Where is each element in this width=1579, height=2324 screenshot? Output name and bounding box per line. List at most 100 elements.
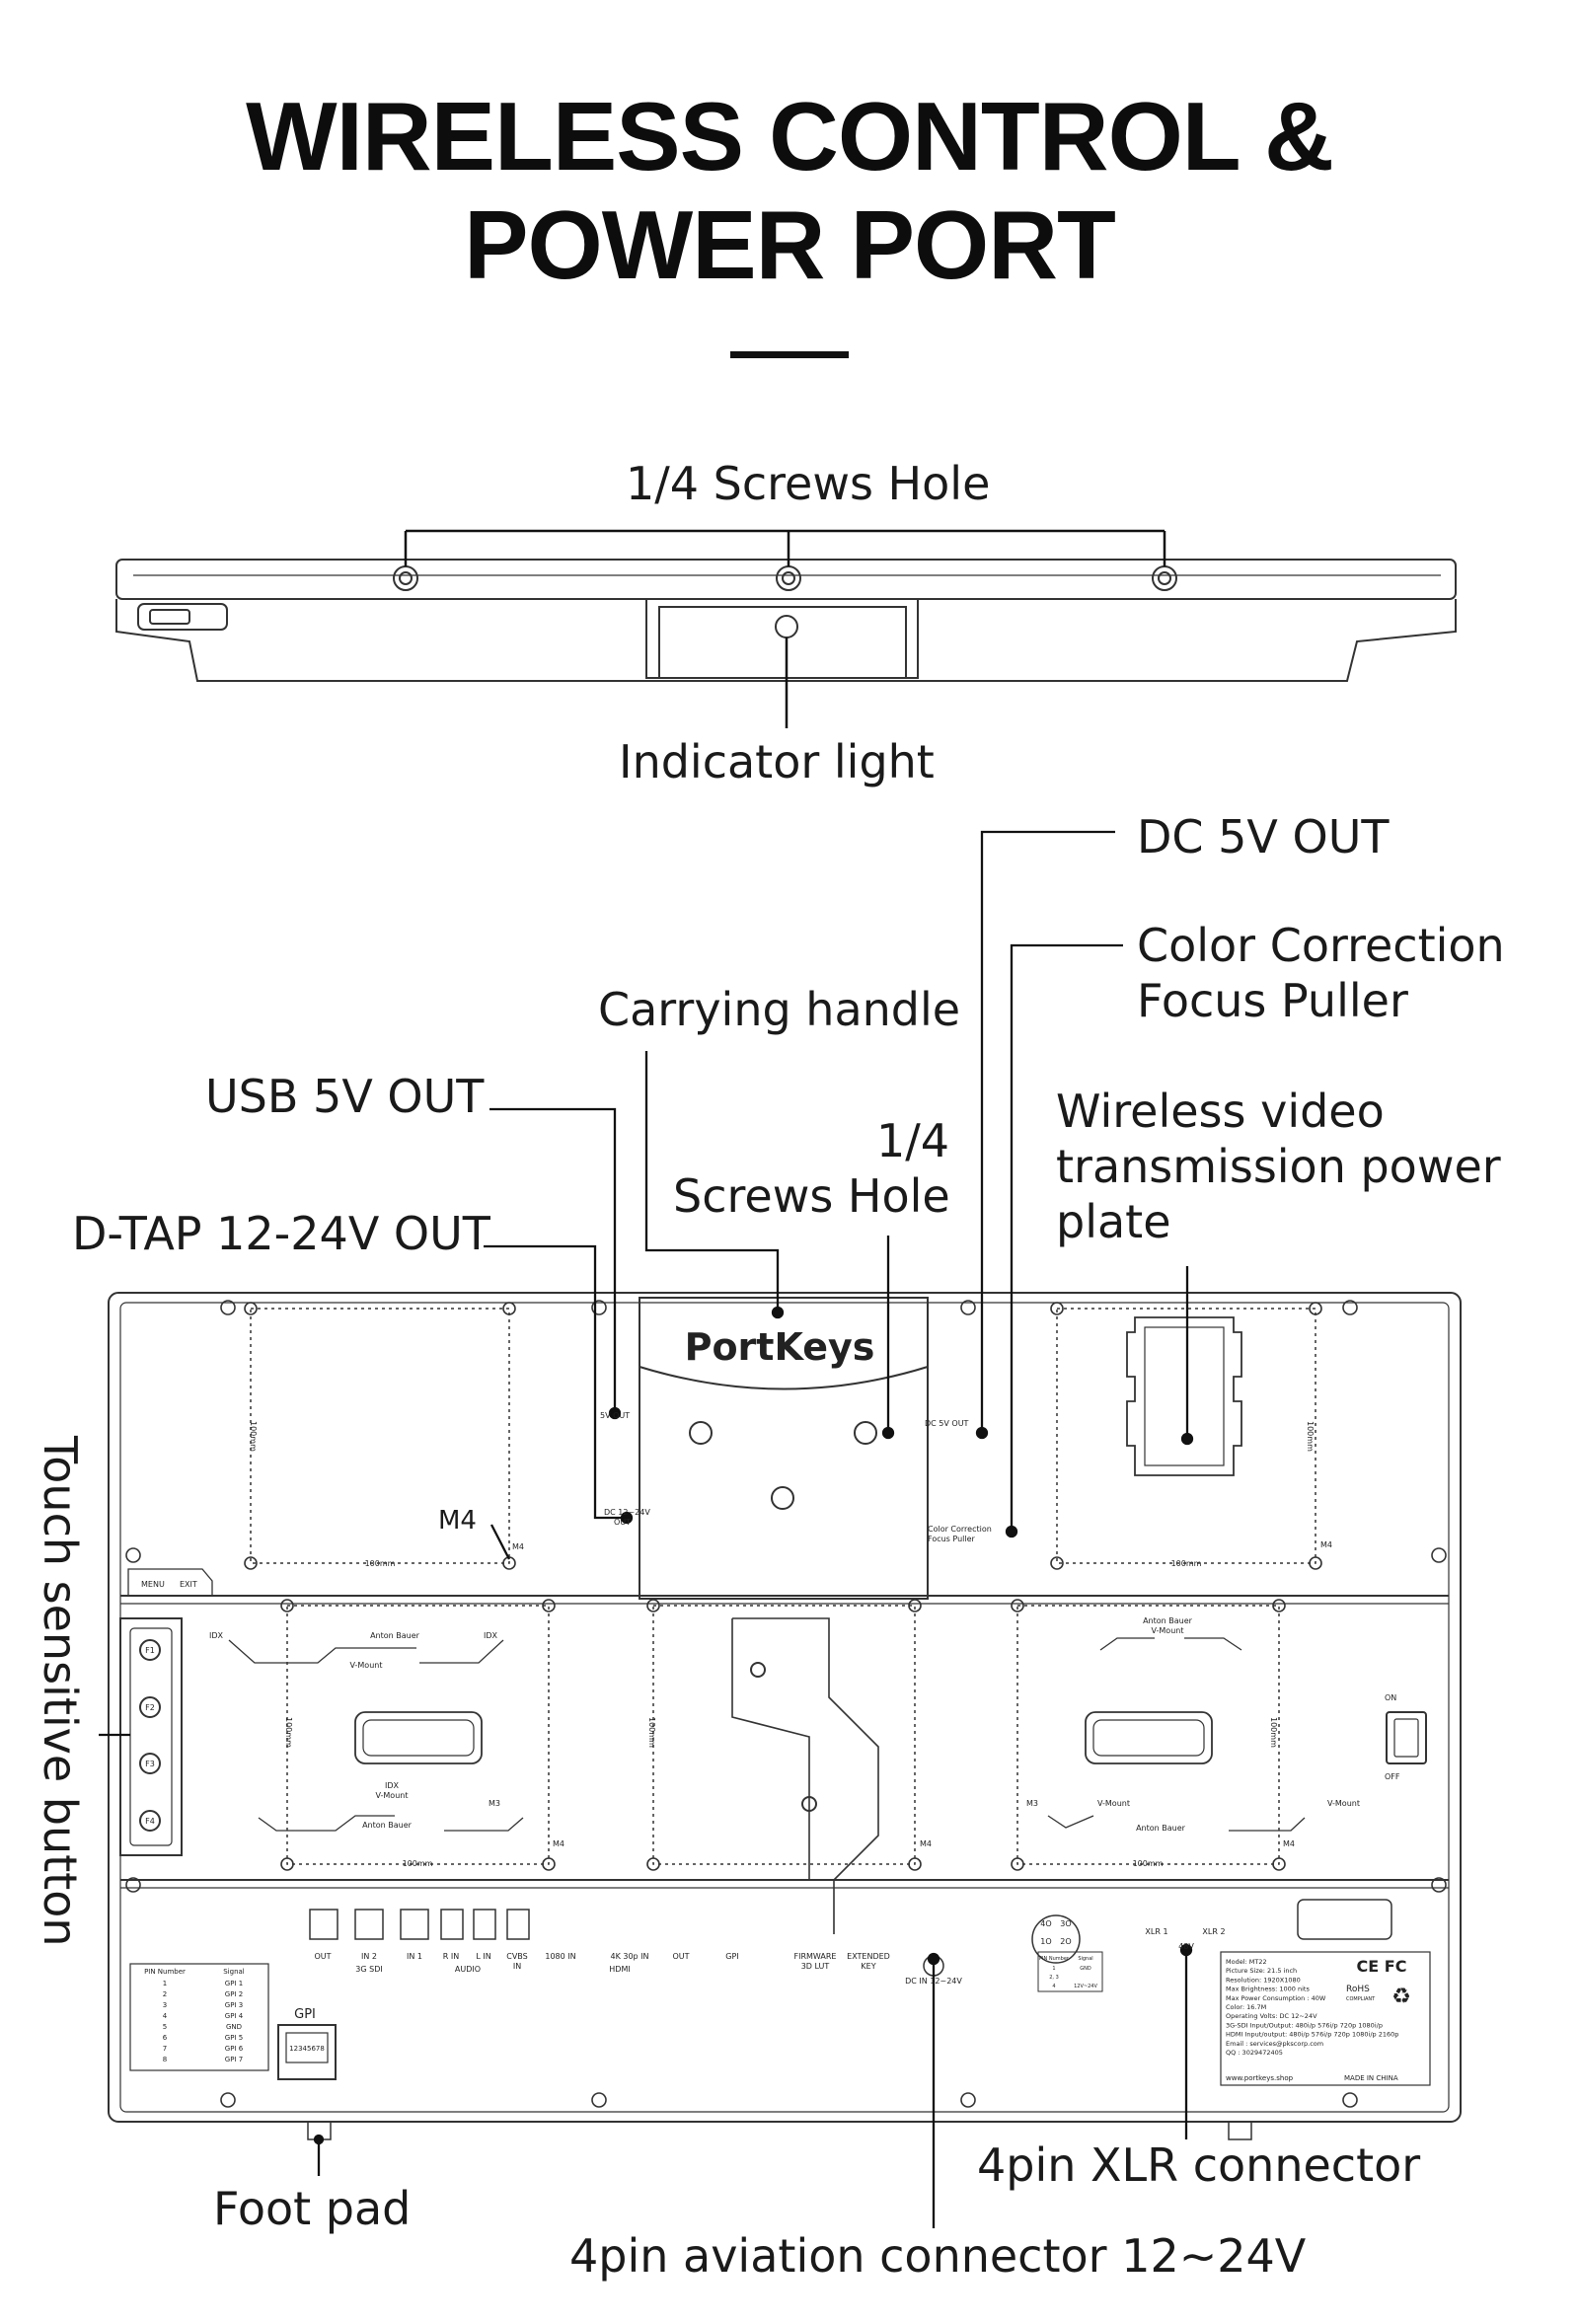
label-v-mount-d: V-Mount bbox=[1097, 1799, 1130, 1808]
xlr-table-signal-2: 12V~24V bbox=[1074, 1984, 1097, 1989]
xlr-table-pin-2: 4 bbox=[1052, 1984, 1055, 1989]
back-panel-outline bbox=[108, 1292, 1462, 2123]
xlr-table-pin-1: 2, 3 bbox=[1049, 1975, 1059, 1981]
xlr-table-signal-0: GND bbox=[1080, 1966, 1091, 1972]
label-exit: EXIT bbox=[180, 1580, 197, 1589]
gpi-table-header-signal: Signal bbox=[223, 1968, 245, 1976]
gpi-table-signal-7: GPI 7 bbox=[225, 2056, 243, 2063]
sdi-in1-port bbox=[400, 1909, 429, 1940]
callout-foot-pad: Foot pad bbox=[213, 2182, 412, 2235]
label-port-14: KEY bbox=[861, 1962, 875, 1971]
label-100mm-a: 100mm bbox=[365, 1559, 396, 1568]
label-100mm-b: 100mm bbox=[1171, 1559, 1202, 1568]
title-line-1: WIRELESS CONTROL & bbox=[246, 82, 1334, 190]
label-port-12: 3D LUT bbox=[801, 1962, 830, 1971]
audio-l-port bbox=[473, 1909, 496, 1940]
label-anton-bauer-b: Anton Bauer bbox=[362, 1821, 413, 1830]
gpi-table-signal-0: GPI 1 bbox=[225, 1980, 243, 1987]
label-hdmi: HDMI bbox=[609, 1965, 630, 1974]
spec-plate bbox=[1220, 1951, 1431, 2086]
label-color-correction: Color Correction bbox=[928, 1525, 992, 1534]
xlr-pin-0: 4O bbox=[1040, 1919, 1051, 1928]
label-100mm-d: 100mm bbox=[1133, 1859, 1164, 1868]
top-view-handle-inner bbox=[658, 606, 907, 679]
spec-line-4: Max Power Consumption : 40W bbox=[1226, 1994, 1326, 2002]
top-screw-hole-center bbox=[776, 565, 801, 591]
spec-line-8: HDMI Input/output: 480i/p 576i/p 720p 10… bbox=[1226, 2031, 1398, 2039]
carrying-handle-grip bbox=[639, 1298, 929, 1390]
callout-xlr-connector: 4pin XLR connector bbox=[977, 2138, 1421, 2192]
power-switch bbox=[1386, 1711, 1427, 1764]
label-f1: F1 bbox=[145, 1646, 155, 1655]
spec-ce-fc: CE FC bbox=[1357, 1957, 1407, 1976]
callout-screws-top: 1/4 Screws Hole bbox=[626, 457, 991, 510]
label-port-11: FIRMWARE bbox=[794, 1952, 837, 1961]
label-idx-b: IDX bbox=[484, 1631, 498, 1640]
label-100mm-v1: 100mm bbox=[249, 1421, 258, 1452]
gpi-table-pin-1: 2 bbox=[163, 1990, 167, 1998]
spec-rohs: RoHS bbox=[1346, 1985, 1370, 1994]
spec-rohs-compliant: COMPLIANT bbox=[1346, 1996, 1376, 2002]
xlr-pin-table-frame bbox=[1037, 1951, 1103, 1992]
label-100mm-v2: 100mm bbox=[1306, 1421, 1315, 1452]
top-screw-hole-left bbox=[393, 565, 418, 591]
label-v-mount-c: V-Mount bbox=[1152, 1626, 1184, 1635]
label-port-7: 1080 IN bbox=[545, 1952, 575, 1961]
label-48v: 48V bbox=[1178, 1942, 1194, 1951]
top-screw-hole-right bbox=[1152, 565, 1177, 591]
back-view bbox=[108, 1292, 1462, 2140]
label-port-6: IN bbox=[513, 1962, 521, 1971]
label-m4-e: M4 bbox=[1283, 1839, 1295, 1848]
label-dc-out: OUT bbox=[614, 1518, 631, 1527]
top-screw-hole-right-inner bbox=[1158, 571, 1171, 585]
callout-dc-5v-out: DC 5V OUT bbox=[1137, 810, 1390, 863]
label-v-mount-a: V-Mount bbox=[350, 1661, 383, 1670]
label-port-15: DC IN 12~24V bbox=[905, 1977, 962, 1986]
gpi-table-signal-5: GPI 5 bbox=[225, 2034, 243, 2042]
handle-screw-left bbox=[689, 1421, 713, 1445]
spec-line-0: Model: MT22 bbox=[1226, 1958, 1267, 1966]
spec-line-2: Resolution: 1920X1080 bbox=[1226, 1976, 1301, 1984]
f3-button bbox=[139, 1753, 161, 1774]
dotted-mount-areas bbox=[250, 1308, 1316, 1865]
callout-color-correction: Color Correction Focus Puller bbox=[1137, 919, 1505, 1028]
gpi-table-signal-2: GPI 3 bbox=[225, 2001, 243, 2009]
spec-line-1: Picture Size: 21.5 inch bbox=[1226, 1967, 1297, 1975]
label-focus-puller: Focus Puller bbox=[928, 1535, 976, 1543]
gpi-table-pin-3: 4 bbox=[163, 2012, 168, 2020]
label-m4-c: M4 bbox=[553, 1839, 564, 1848]
xlr-pin-3: 1O bbox=[1040, 1937, 1051, 1946]
mount-tab-lines bbox=[228, 1637, 1306, 1832]
f1-button bbox=[139, 1639, 161, 1661]
label-port-5: CVBS bbox=[506, 1952, 527, 1961]
label-idx-v-mount-a: IDX bbox=[385, 1781, 400, 1790]
f2-button bbox=[139, 1696, 161, 1718]
label-5v-out: 5V OUT bbox=[600, 1411, 630, 1420]
label-v-mount-e: V-Mount bbox=[1327, 1799, 1360, 1808]
gpi-table-pin-7: 8 bbox=[163, 2056, 167, 2063]
label-anton-bauer-d: Anton Bauer bbox=[1136, 1824, 1186, 1833]
callout-wireless-plate: Wireless video transmission power plate bbox=[1056, 1085, 1501, 1249]
wireless-power-plate bbox=[1126, 1316, 1242, 1476]
label-dc-12-24v-out: DC 12~24V bbox=[604, 1508, 650, 1517]
label-port-10: GPI bbox=[725, 1952, 738, 1961]
handle-screw-right bbox=[854, 1421, 877, 1445]
label-xlr2: XLR 2 bbox=[1202, 1927, 1225, 1936]
label-dc-5v-out: DC 5V OUT bbox=[925, 1419, 969, 1428]
label-m4-d: M4 bbox=[920, 1839, 932, 1848]
callout-usb-5v-out: USB 5V OUT bbox=[205, 1070, 485, 1123]
spec-line-9: Email : services@pkscorp.com bbox=[1226, 2040, 1323, 2048]
sdi-out-port bbox=[309, 1909, 338, 1940]
label-m4-b: M4 bbox=[1320, 1540, 1332, 1549]
label-100mm-c: 100mm bbox=[403, 1859, 433, 1868]
spec-line-5: Color: 16.7M bbox=[1226, 2003, 1266, 2011]
label-f2: F2 bbox=[145, 1703, 155, 1712]
ports-row bbox=[309, 1899, 1392, 1977]
label-anton-bauer-c: Anton Bauer bbox=[1143, 1616, 1193, 1625]
label-port-2: IN 1 bbox=[407, 1952, 422, 1961]
label-m4-a: M4 bbox=[512, 1542, 524, 1551]
top-view-body bbox=[115, 559, 1457, 600]
top-view-switch-knob bbox=[149, 609, 190, 625]
xlr-port-graphic bbox=[1031, 1914, 1081, 1964]
